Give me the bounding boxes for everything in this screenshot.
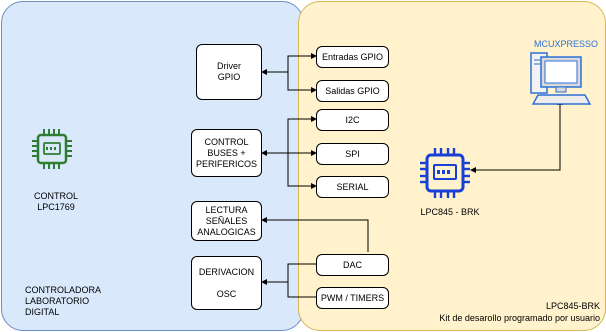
wire-derivacion-pwm [287, 282, 316, 298]
controladora-caption: CONTROLADORA LABORATORIO DIGITAL [25, 285, 102, 317]
lpc845-panel-title: LPC845-BRK [545, 301, 600, 311]
control-chip-icon [32, 129, 72, 169]
spi-block: SPI [316, 143, 389, 165]
i2c-block: I2C [316, 109, 389, 131]
mcuxpresso-label: MCUXPRESSO [533, 39, 598, 49]
lpc845-chip-icon [420, 148, 470, 198]
pwm-timers-block: PWM / TIMERS [316, 287, 389, 309]
wire-buses-serial [287, 153, 317, 189]
wire-buses-i2c [287, 116, 317, 153]
wire-driver-entradas [261, 53, 317, 75]
lpc845-panel-subtitle: Kit de desarollo programado por usuario [439, 313, 600, 323]
lectura-analogicas-block: LECTURA SEÑALES ANALOGICAS [191, 201, 262, 241]
serial-block: SERIAL [316, 176, 389, 198]
entradas-gpio-block: Entradas GPIO [316, 46, 389, 68]
lpc845-brk-label: LPC845 - BRK [420, 207, 480, 217]
driver-gpio-block: Driver GPIO [196, 44, 262, 100]
derivacion-osc-block: DERIVACION OSC [191, 256, 262, 310]
desktop-computer-icon [530, 52, 592, 105]
wire-lectura [261, 217, 369, 252]
wire-derivacion-dac [261, 263, 316, 285]
wire-driver-salidas [287, 72, 317, 93]
control-lpc1769-label: CONTROL LPC1769 [33, 191, 78, 212]
wire-lpc-pc [470, 99, 563, 173]
salidas-gpio-block: Salidas GPIO [316, 80, 389, 102]
dac-block: DAC [316, 254, 389, 276]
control-buses-block: CONTROL BUSES + PERIFERICOS [191, 129, 262, 177]
